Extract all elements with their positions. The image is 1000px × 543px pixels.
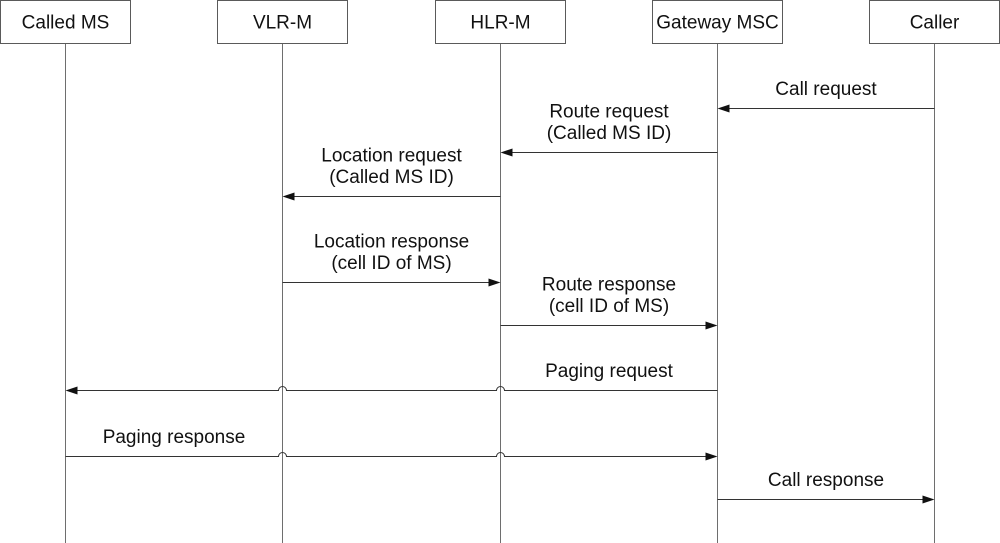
arrowhead — [717, 104, 730, 113]
message-location-response: Location response(cell ID of MS) — [282, 232, 501, 287]
message-route-request: Route request(Called MS ID) — [500, 102, 718, 157]
participant-box — [217, 0, 348, 44]
participant-box — [0, 0, 131, 44]
message-label: (cell ID of MS) — [331, 253, 451, 274]
message-label: Location response — [314, 232, 469, 253]
message-call-request: Call request — [717, 79, 935, 113]
arrowhead — [488, 278, 501, 287]
participant-caller: Caller — [869, 0, 1000, 44]
message-label: Call response — [768, 470, 884, 491]
participant-label: Called MS — [22, 13, 110, 34]
participant-label: HLR-M — [470, 13, 530, 34]
arrowhead — [500, 148, 513, 157]
participant-label: Gateway MSC — [656, 13, 778, 34]
participant-label: VLR-M — [253, 13, 312, 34]
message-label: Route response — [542, 275, 676, 296]
arrowhead — [922, 495, 935, 504]
message-label: Paging response — [103, 427, 246, 448]
message-label: (cell ID of MS) — [549, 296, 669, 317]
message-paging-response: Paging response — [65, 427, 718, 461]
participant-vlr-m: VLR-M — [217, 0, 348, 44]
message-label: Location request — [321, 146, 462, 167]
message-call-response: Call response — [717, 470, 935, 504]
participant-box — [869, 0, 1000, 44]
message-paging-request: Paging request — [65, 361, 718, 395]
message-location-request: Location request(Called MS ID) — [282, 146, 501, 201]
message-label: (Called MS ID) — [547, 123, 672, 144]
arrowhead — [705, 321, 718, 330]
participants: Called MS VLR-M HLR-M Gateway MSC Caller — [0, 0, 1000, 44]
participant-label: Caller — [910, 13, 960, 34]
participant-gateway-msc: Gateway MSC — [652, 0, 783, 44]
message-line — [77, 386, 718, 391]
message-label: (Called MS ID) — [329, 167, 454, 188]
participant-box — [652, 0, 783, 44]
message-label: Paging request — [545, 361, 674, 382]
message-label: Route request — [549, 102, 669, 123]
message-route-response: Route response(cell ID of MS) — [500, 275, 718, 330]
participant-hlr-m: HLR-M — [435, 0, 566, 44]
participant-called-ms: Called MS — [0, 0, 131, 44]
arrowhead — [705, 452, 718, 461]
participant-box — [435, 0, 566, 44]
message-label: Call request — [775, 79, 877, 100]
lifelines — [65, 43, 935, 543]
arrowhead — [282, 192, 295, 201]
arrowhead — [65, 386, 78, 395]
message-line — [65, 452, 706, 457]
